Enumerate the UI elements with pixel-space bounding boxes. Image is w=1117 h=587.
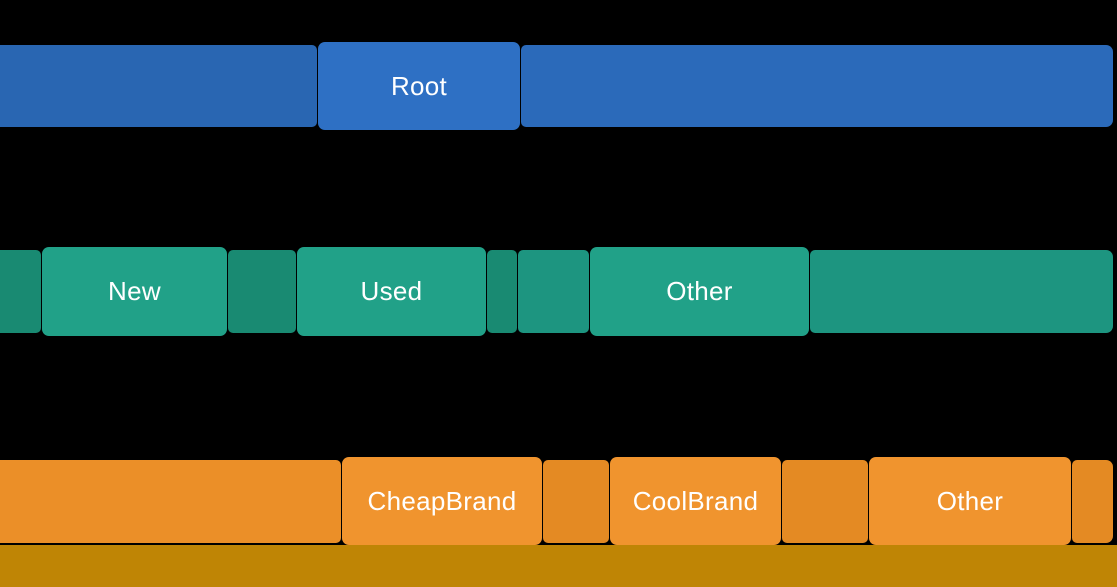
band-segment-depth2 <box>1072 460 1113 543</box>
band-segment-depth1 <box>228 250 296 333</box>
band-segment-depth0 <box>521 45 1113 127</box>
tree-node-label: Used <box>360 276 423 306</box>
band-segment-depth1 <box>0 250 41 333</box>
tree-node-label: CoolBrand <box>632 485 759 516</box>
tree-node-other-depth2[interactable]: Other <box>869 457 1071 545</box>
tree-node-coolbrand-depth2[interactable]: CoolBrand <box>610 457 781 545</box>
tree-node-label: New <box>108 276 161 306</box>
tree-node-cheapbrand-depth2[interactable]: CheapBrand <box>342 457 542 545</box>
tree-node-new-depth1[interactable]: New <box>42 247 227 336</box>
tree-node-other-depth1[interactable]: Other <box>590 247 809 336</box>
band-segment-depth1 <box>518 250 589 333</box>
tree-node-label: Root <box>390 70 448 101</box>
band-segment-depth2 <box>782 460 868 543</box>
band-segment-depth1 <box>487 250 517 333</box>
band-segment-depth1 <box>810 250 1113 333</box>
tree-node-label: Other <box>936 485 1004 516</box>
tree-node-label: CheapBrand <box>367 485 517 516</box>
band-segment-depth2 <box>0 460 341 543</box>
tree-node-used-depth1[interactable]: Used <box>297 247 486 336</box>
band-segment-depth2 <box>543 460 609 543</box>
next-depth-band <box>0 545 1117 587</box>
tree-node-label: Other <box>666 276 733 306</box>
tree-node-root-depth0[interactable]: Root <box>318 42 520 130</box>
band-segment-depth0 <box>0 45 317 127</box>
